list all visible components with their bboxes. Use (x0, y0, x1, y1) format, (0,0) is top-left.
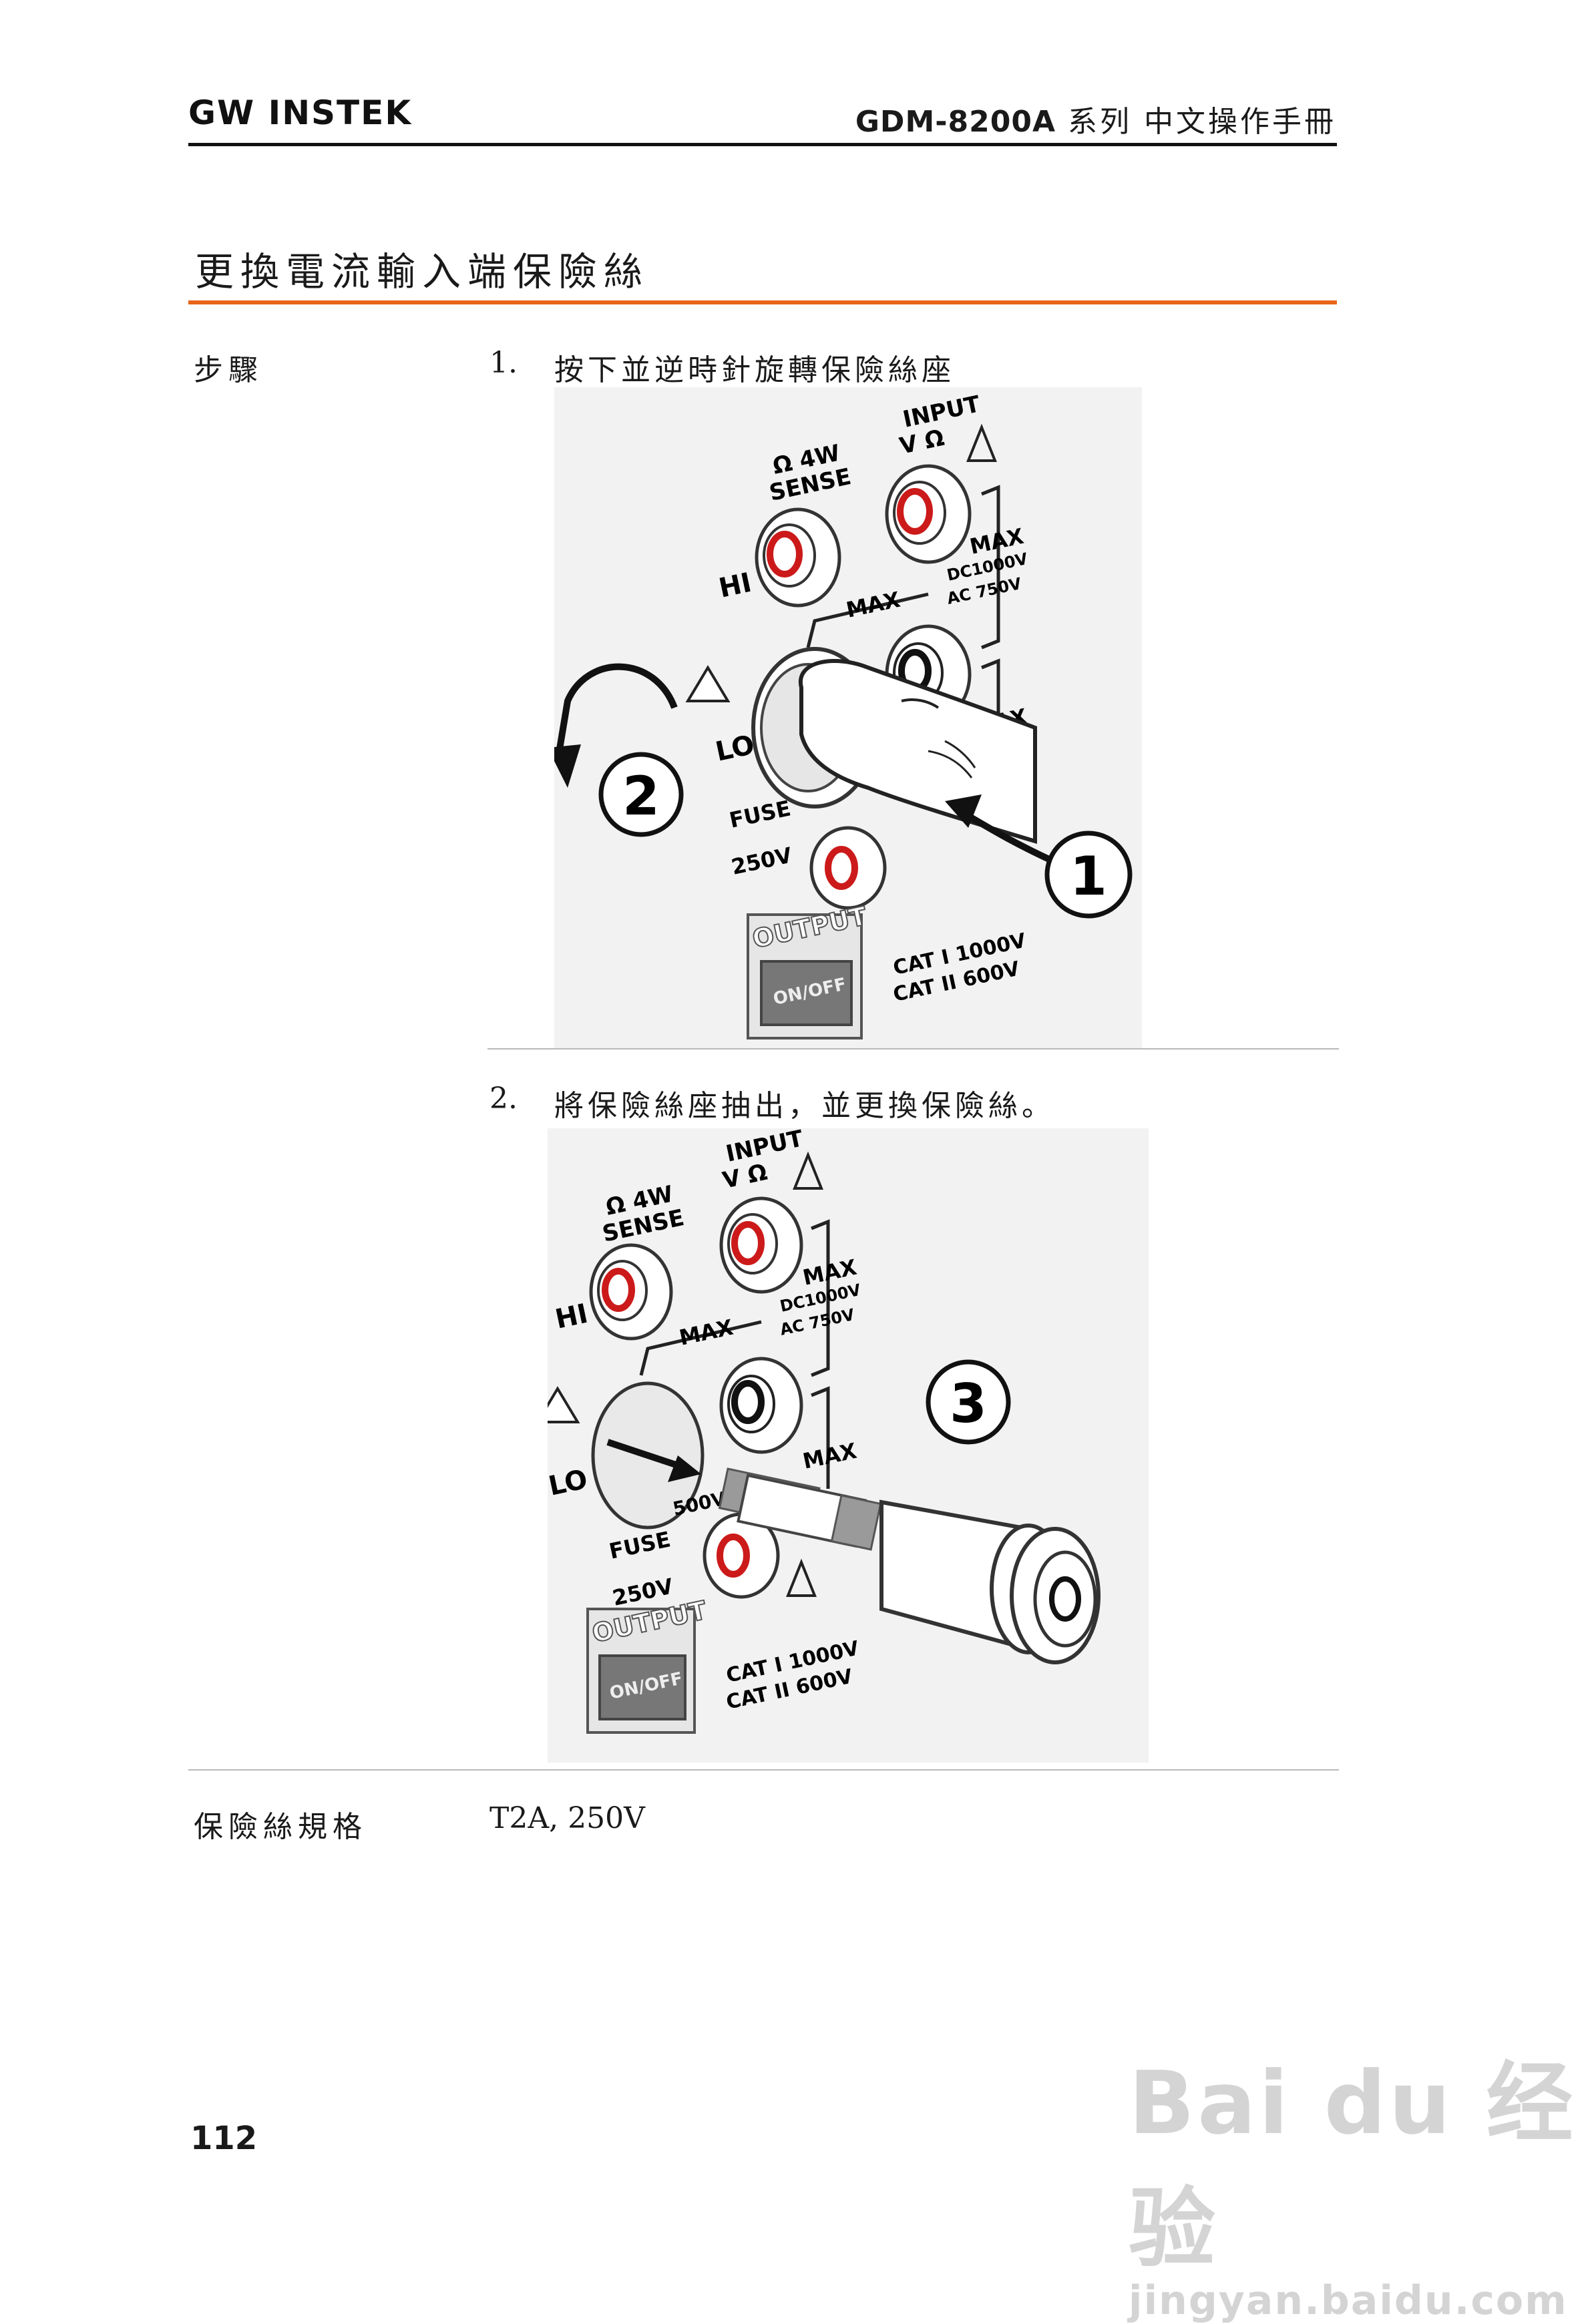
callout-3: 3 (950, 1373, 987, 1435)
header-divider (188, 143, 1337, 146)
section-title: 更換電流輸入端保險絲 (195, 240, 649, 296)
callout-1: 1 (1070, 845, 1107, 907)
step-2-number: 2. (489, 1082, 518, 1116)
brand-logo: GW INSTEK (188, 93, 412, 132)
hi-label: HI (553, 1299, 591, 1335)
step-1-number: 1. (489, 346, 518, 380)
model-name: GDM-8200A (855, 105, 1056, 139)
step-2-text: 將保險絲座抽出，並更換保險絲。 (554, 1082, 1055, 1124)
watermark-url: jingyan.baidu.com (1129, 2277, 1590, 2324)
hi-label: HI (717, 567, 755, 604)
step-divider (487, 1048, 1339, 1050)
fuse-spec-value: T2A, 250V (489, 1801, 645, 1835)
panel-illustration-2: Ω 4W SENSE HI INPUT V Ω MAX DC1000V AC 7… (548, 1128, 1149, 1763)
title-suffix: 系列 中文操作手冊 (1056, 105, 1336, 139)
page-number: 112 (190, 2120, 257, 2157)
watermark-brand: Bai du 经验 (1129, 2033, 1590, 2284)
section-divider (188, 300, 1337, 304)
step-1-text: 按下並逆時針旋轉保險絲座 (554, 346, 955, 389)
figure-fuse-holder-remove: Ω 4W SENSE HI INPUT V Ω MAX DC1000V AC 7… (548, 1128, 1149, 1763)
fuse-spec-label: 保險絲規格 (194, 1803, 367, 1845)
document-title: GDM-8200A 系列 中文操作手冊 (855, 97, 1336, 140)
spec-divider (188, 1769, 1339, 1771)
callout-2: 2 (622, 765, 660, 827)
baidu-watermark: Bai du 经验 jingyan.baidu.com (1129, 2033, 1590, 2324)
panel-illustration-1: Ω 4W SENSE HI INPUT V Ω MAX DC1000V AC 7… (554, 387, 1142, 1048)
figure-fuse-holder-rotate: Ω 4W SENSE HI INPUT V Ω MAX DC1000V AC 7… (554, 387, 1142, 1048)
procedure-label: 步驟 (194, 346, 263, 389)
